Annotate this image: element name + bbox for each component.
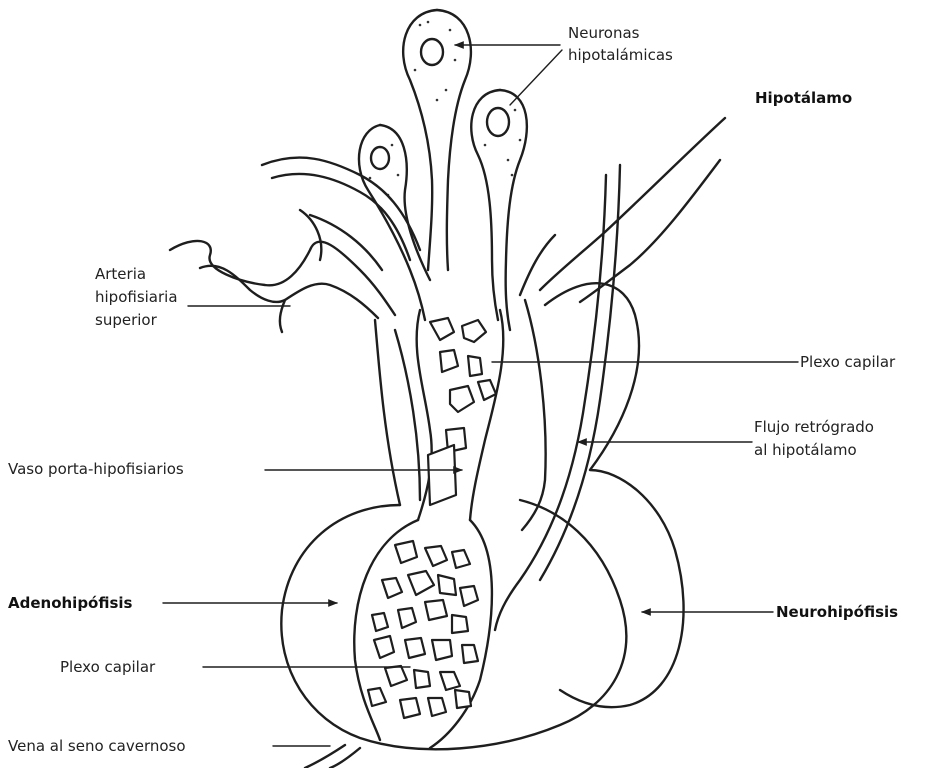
label-plexo-capilar-inferior: Plexo capilar (60, 658, 156, 676)
neurohypophysis-shape (545, 283, 684, 707)
lower-capillary-plexus (354, 520, 492, 748)
leader-lines (163, 45, 798, 746)
label-vaso-porta: Vaso porta-hipofisiarios (8, 460, 184, 478)
label-arteria-line1: Arteria (95, 265, 146, 283)
label-arteria-line3: superior (95, 311, 158, 329)
label-vena: Vena al seno cavernoso (8, 737, 186, 755)
label-neurohipofisis: Neurohipófisis (776, 603, 898, 621)
label-flujo-line1: Flujo retrógrado (754, 418, 874, 436)
label-hipotalamo: Hipotálamo (755, 89, 852, 107)
label-adenohipofisis: Adenohipófisis (8, 594, 133, 612)
hypothalamic-neuron-3 (359, 125, 430, 320)
portal-vessel (428, 445, 456, 505)
label-arteria-line2: hipofisiaria (95, 288, 178, 306)
label-neuronas-line2: hipotalámicas (568, 46, 673, 64)
vein-out (305, 745, 360, 768)
label-neuronas-line1: Neuronas (568, 24, 640, 42)
pituitary-stalk (375, 300, 546, 530)
label-flujo-line2: al hipotálamo (754, 441, 857, 459)
hypothalamic-neuron-1 (403, 10, 471, 270)
label-plexo-capilar-superior: Plexo capilar (800, 353, 896, 371)
hypothalamic-neuron-2 (471, 90, 527, 330)
hypothalamus-fibers (520, 118, 725, 302)
